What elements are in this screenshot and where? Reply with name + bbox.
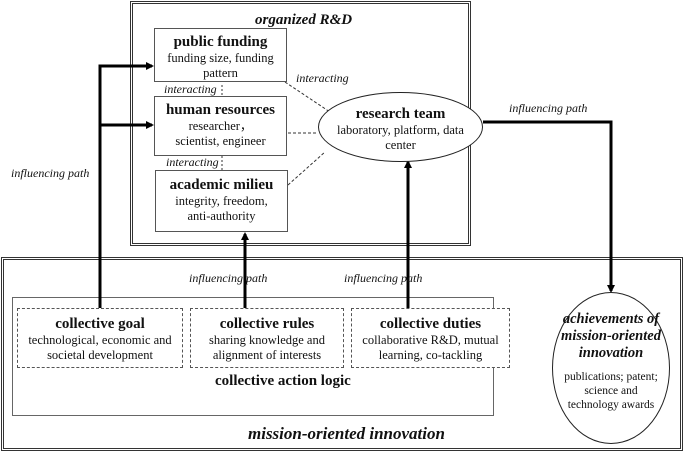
- mission-oriented-innovation-container: [1, 257, 683, 451]
- academic-milieu-title: academic milieu: [169, 177, 274, 193]
- public-funding-title: public funding: [173, 34, 268, 50]
- dashed-milieu-team: [287, 151, 326, 186]
- interacting-label-2: interacting: [166, 155, 219, 169]
- mission-oriented-innovation-label: mission-oriented innovation: [248, 424, 445, 443]
- influencing-path-label-left: influencing path: [11, 166, 90, 180]
- research-team-title: research team: [355, 106, 446, 122]
- collective-duties-title: collective duties: [379, 316, 482, 332]
- collective-goal-title: collective goal: [55, 316, 145, 332]
- research-team-desc: laboratory, platform, data center: [337, 123, 464, 152]
- collective-rules-box: collective rules sharing knowledge and a…: [190, 308, 344, 368]
- achievements-desc: publications; patent; science and techno…: [564, 371, 658, 411]
- human-resources-title: human resources: [165, 102, 276, 118]
- public-funding-box: public funding funding size, funding pat…: [154, 28, 287, 82]
- influencing-path-label-middle-2: influencing path: [344, 271, 423, 285]
- influencing-path-label-middle-1: influencing path: [189, 271, 268, 285]
- organized-rd-label: organized R&D: [255, 12, 353, 28]
- achievements-title: achievements of mission-oriented innovat…: [561, 311, 661, 361]
- human-resources-desc: researcher， scientist, engineer: [175, 119, 266, 148]
- public-funding-desc: funding size, funding pattern: [167, 51, 274, 80]
- research-team-ellipse: research team laboratory, platform, data…: [318, 92, 483, 162]
- collective-rules-title: collective rules: [219, 316, 315, 332]
- interacting-label-1: interacting: [164, 82, 217, 96]
- influencing-path-label-right: influencing path: [509, 101, 588, 115]
- interacting-label-3: interacting: [296, 71, 349, 85]
- dashed-funding-team: [284, 81, 331, 113]
- collective-goal-desc: technological, economic and societal dev…: [28, 333, 172, 362]
- collective-action-logic-label: collective action logic: [215, 373, 351, 389]
- collective-rules-desc: sharing knowledge and alignment of inter…: [209, 333, 325, 362]
- path-goal-to-funding: [98, 62, 154, 315]
- human-resources-box: human resources researcher， scientist, e…: [154, 96, 287, 156]
- academic-milieu-desc: integrity, freedom, anti-authority: [175, 194, 268, 223]
- collective-goal-box: collective goal technological, economic …: [17, 308, 183, 368]
- collective-duties-desc: collaborative R&D, mutual learning, co-t…: [362, 333, 499, 362]
- collective-duties-box: collective duties collaborative R&D, mut…: [351, 308, 510, 368]
- achievements-ellipse: achievements of mission-oriented innovat…: [552, 292, 670, 444]
- path-team-to-achievements: [483, 120, 615, 293]
- academic-milieu-box: academic milieu integrity, freedom, anti…: [155, 170, 288, 232]
